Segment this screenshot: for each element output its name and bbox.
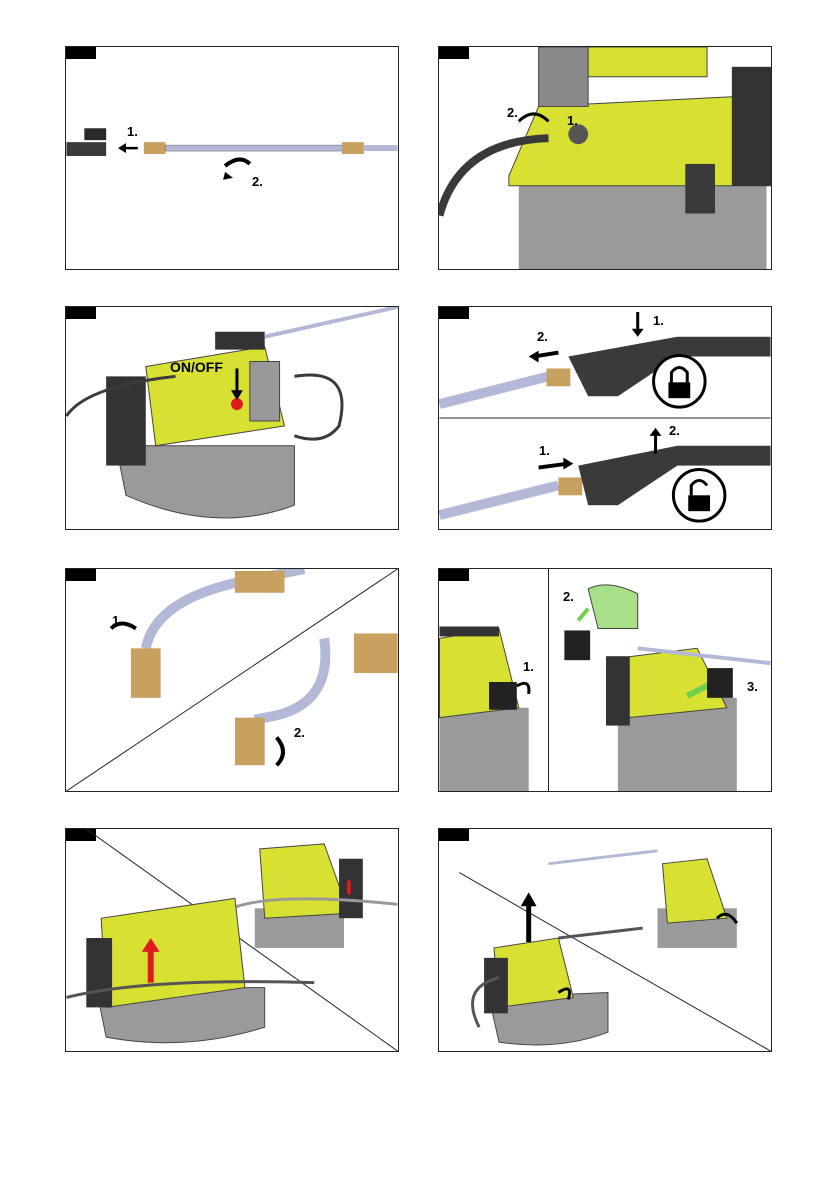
step-label-2: 2. [252,174,263,189]
figure-panel-4: 1. 2. 1. 2. [438,306,772,530]
unlock-step-label-2: 2. [669,423,680,438]
lock-open-icon [673,470,725,522]
battery-insert-illustration [66,829,398,1051]
lock-step-label-1: 1. [653,313,664,328]
on-off-button-illustration [66,307,398,529]
lance-attach-illustration [66,47,398,269]
figure-panel-1: 1. 2. [65,46,399,270]
step-label-3: 3. [747,679,758,694]
tank-fill-illustration [439,569,771,791]
carry-and-store-illustration [439,829,771,1051]
on-off-label: ON/OFF [170,359,223,375]
step-label-1: 1. [112,613,123,628]
figure-panel-2: 2. 1. [438,46,772,270]
figure-panel-8 [438,828,772,1052]
hose-connect-illustration [439,47,771,269]
lock-closed-icon [654,356,706,408]
step-label-1: 1. [567,113,578,128]
step-label-2: 2. [507,105,518,120]
step-label-2: 2. [294,725,305,740]
figure-panel-7 [65,828,399,1052]
figure-panel-3: ON/OFF [65,306,399,530]
figure-panel-6: 2. 1. 3. [438,568,772,792]
lock-step-label-2: 2. [537,329,548,344]
unlock-step-label-1: 1. [539,443,550,458]
step-label-2: 2. [563,589,574,604]
step-label-1: 1. [127,124,138,139]
nozzle-adjust-illustration [66,569,398,791]
figure-panel-5: 1. 2. [65,568,399,792]
trigger-lock-illustration [439,307,771,529]
step-label-1: 1. [523,659,534,674]
